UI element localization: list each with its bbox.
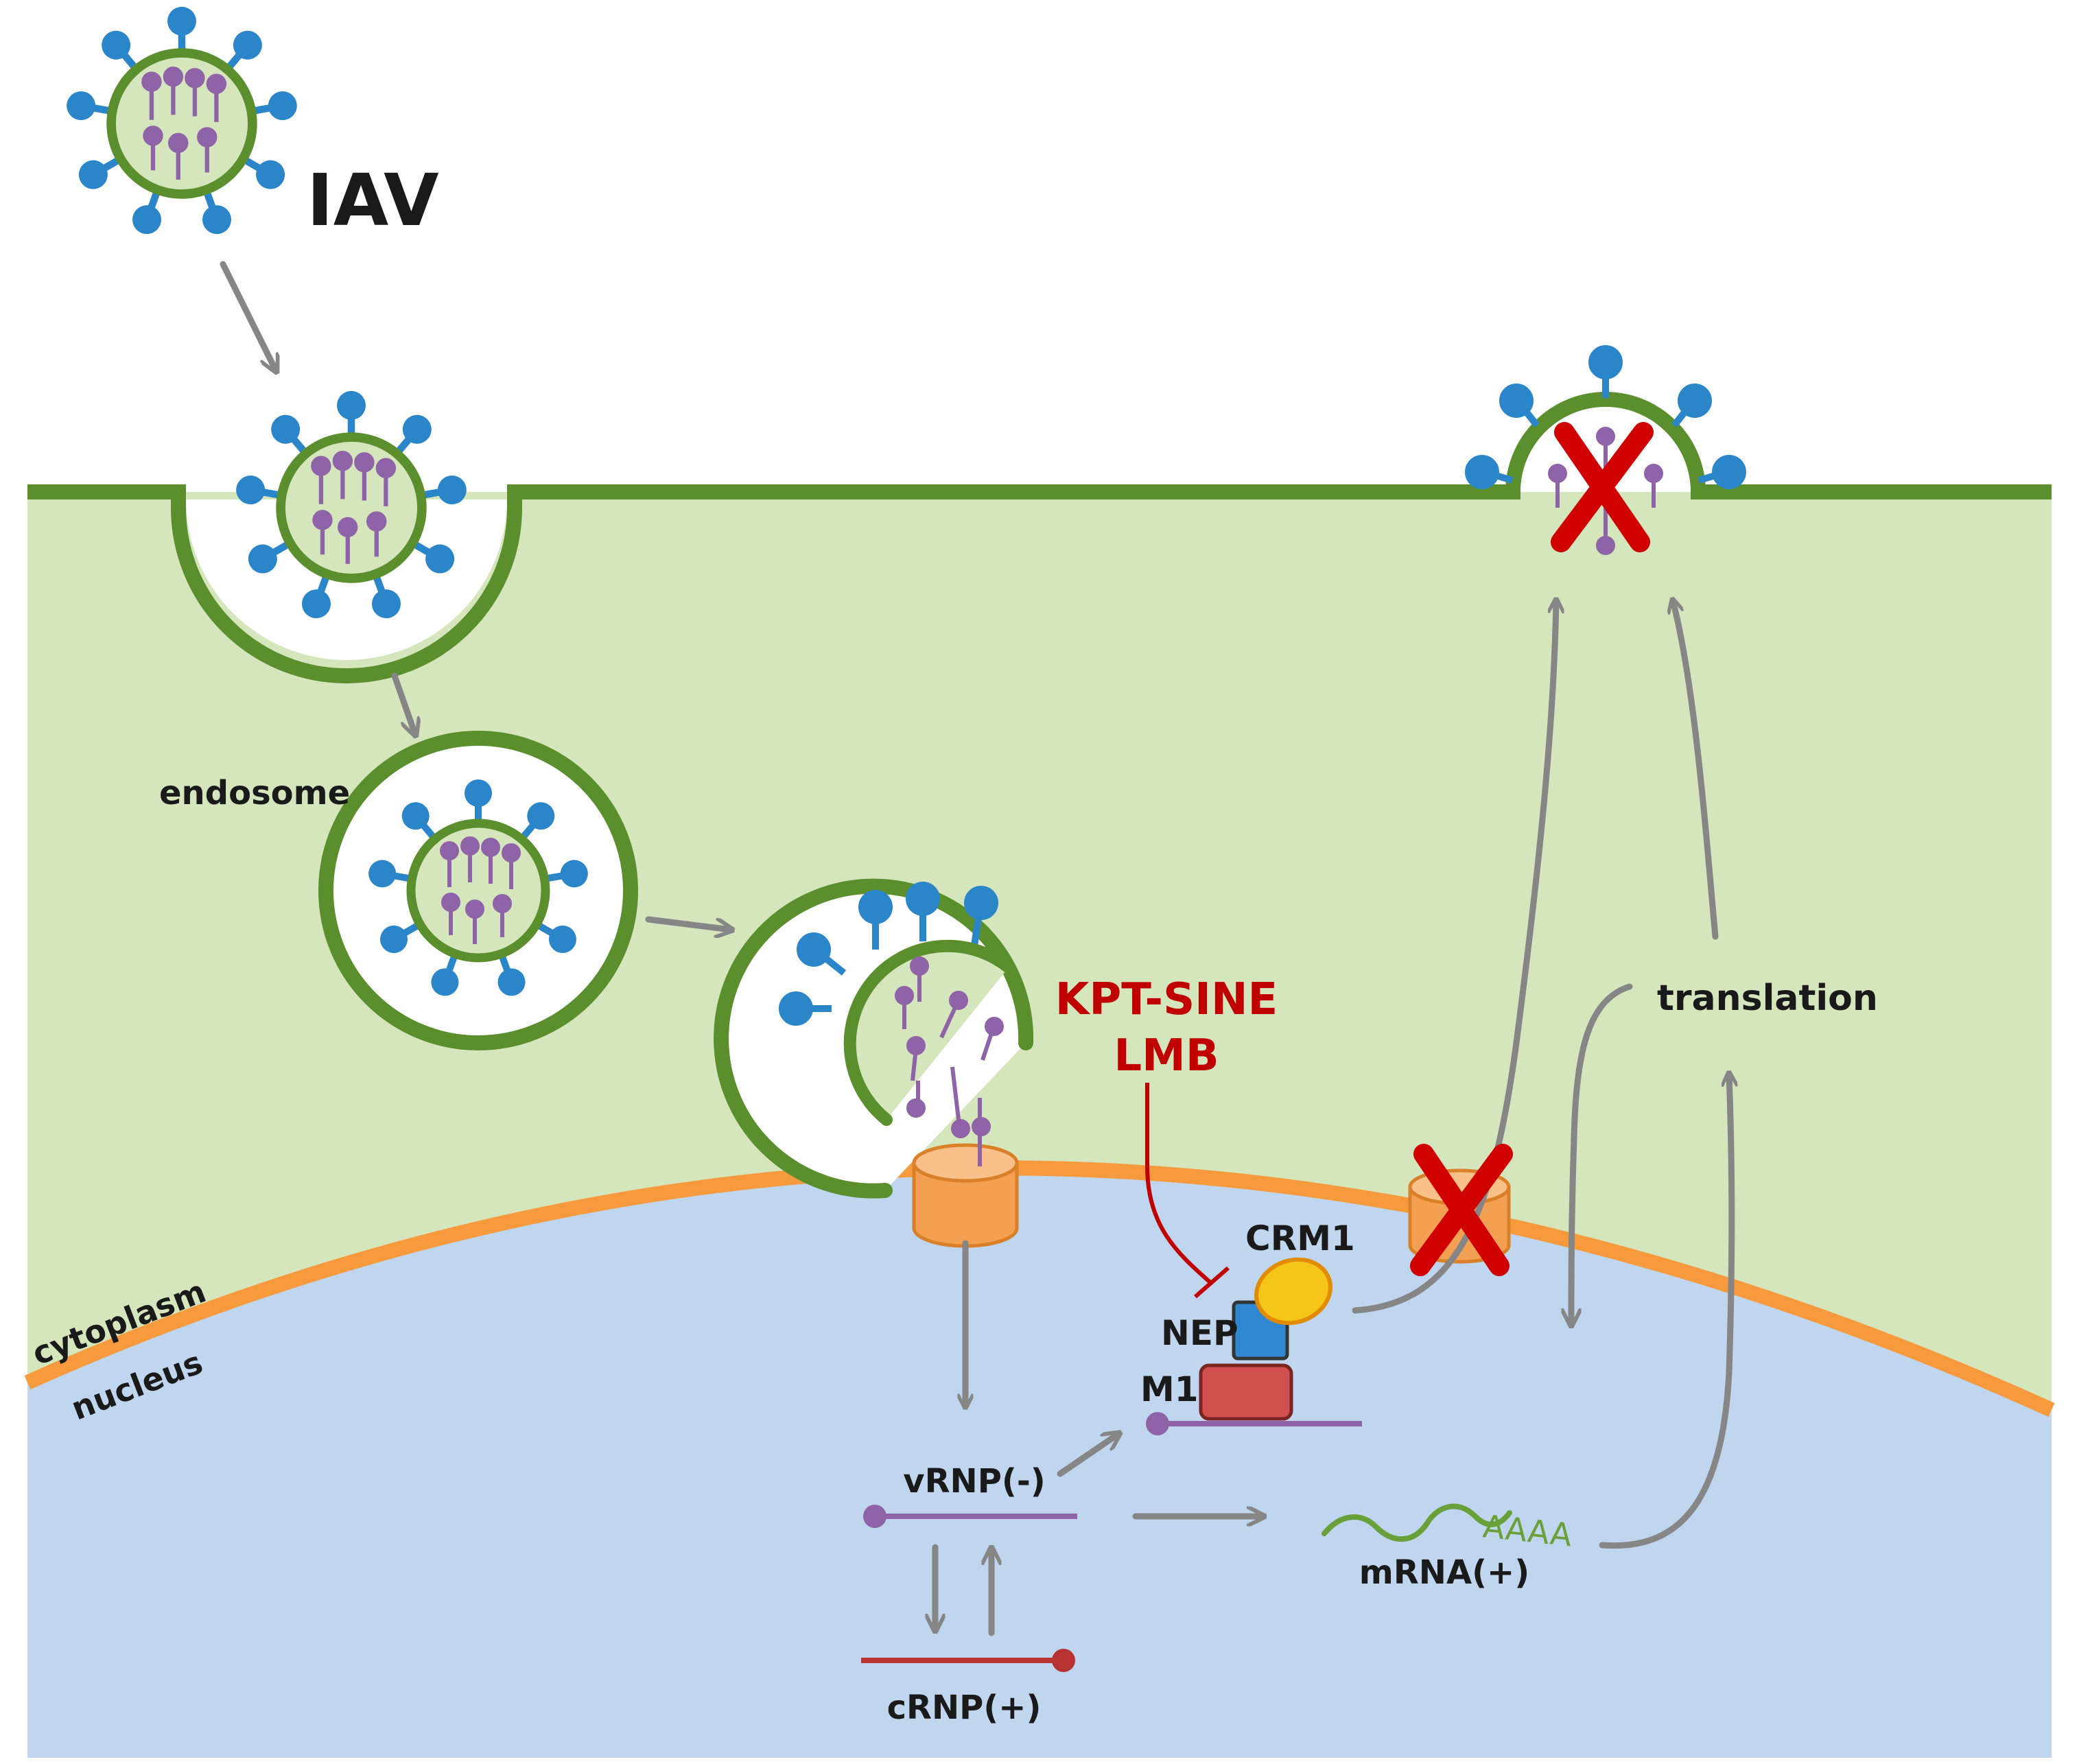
m1-label: M1	[1140, 1369, 1199, 1409]
m1-protein	[1199, 1363, 1293, 1421]
virion-icon	[236, 390, 467, 619]
nucleus-region	[27, 1168, 2052, 1758]
virion-icon	[368, 779, 588, 996]
arrow-translation-to-budding	[1673, 600, 1719, 940]
iav-label: IAV	[307, 158, 439, 242]
vrnp-strand	[863, 1505, 1077, 1528]
export-complex	[1146, 1257, 1362, 1435]
budding-virion	[1465, 345, 1746, 555]
crm1-label: CRM1	[1245, 1219, 1355, 1258]
fusing-endosome	[714, 878, 1034, 1199]
crnp-strand	[861, 1649, 1075, 1672]
crnp-label: cRNP(+)	[887, 1689, 1042, 1727]
block-mark-budding	[1551, 422, 1654, 552]
vrnp-label: vRNP(-)	[903, 1462, 1045, 1501]
translation-label: translation	[1657, 978, 1878, 1019]
vrnp-end	[1146, 1412, 1169, 1435]
nep-label: NEP	[1161, 1313, 1238, 1353]
arrow-virion-to-cell	[220, 261, 276, 371]
crm1-protein	[1254, 1257, 1332, 1326]
inhibitor-label-lmb: LMB	[1114, 1031, 1219, 1081]
arrow-mrna-to-translation	[1599, 1074, 1732, 1549]
mrna-strand	[1322, 1503, 1512, 1542]
block-mark-export	[1410, 1144, 1513, 1276]
virion-icon	[67, 6, 297, 235]
arrow-export-to-budding	[1352, 600, 1556, 1314]
inhibition-line	[1145, 1083, 1230, 1299]
endosome-label: endosome	[159, 774, 350, 812]
plasma-membrane	[27, 392, 2052, 683]
arrow-endosome-fusion	[645, 916, 731, 930]
arrow-translation-to-nucleus	[1571, 983, 1633, 1324]
mrna-label: mRNA(+)	[1359, 1553, 1529, 1592]
inhibitor-label-kpt-sine: KPT-SINE	[1055, 974, 1278, 1025]
endosome	[318, 731, 638, 1050]
arrow-vrnp-to-export-complex	[1057, 1434, 1118, 1477]
arrow-to-endosome	[391, 672, 415, 734]
